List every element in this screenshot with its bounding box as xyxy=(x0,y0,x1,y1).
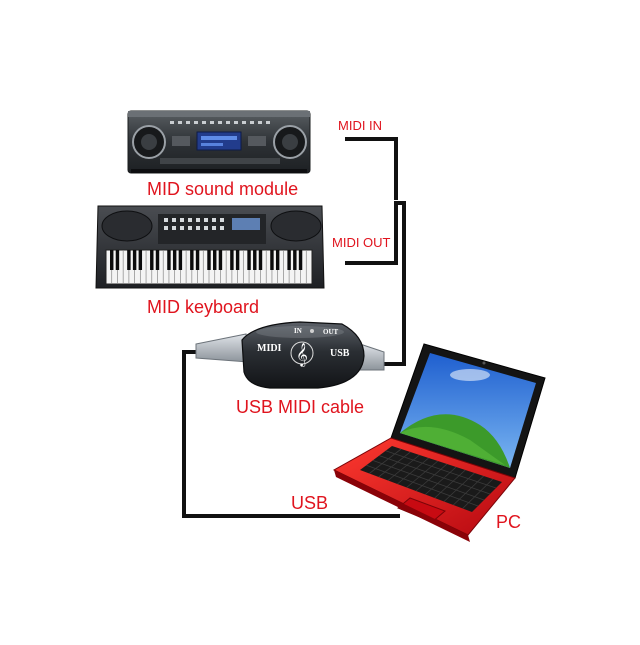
adapter-in-text: IN xyxy=(294,327,302,335)
usb-cable xyxy=(182,350,400,518)
treble-clef-icon: 𝄞 xyxy=(296,342,308,367)
midi-out-cable xyxy=(345,201,406,366)
usb-midi-adapter: MIDI USB IN OUT 𝄞 xyxy=(195,321,385,389)
usb-label: USB xyxy=(291,493,328,513)
keyboard-label: MID keyboard xyxy=(147,297,259,317)
midi-out-label: MIDI OUT xyxy=(332,235,391,250)
midi-keyboard-device xyxy=(95,205,325,289)
usb-midi-cable-label: USB MIDI cable xyxy=(236,397,364,417)
pc-laptop xyxy=(332,343,546,542)
sound-module-device xyxy=(127,110,311,174)
sound-module-label: MID sound module xyxy=(147,179,298,199)
adapter-midi-text: MIDI xyxy=(257,343,282,354)
pc-label: PC xyxy=(496,512,521,532)
adapter-usb-text: USB xyxy=(330,348,350,359)
midi-in-cable xyxy=(345,137,398,200)
midi-in-label: MIDI IN xyxy=(338,118,382,133)
adapter-out-text: OUT xyxy=(323,328,339,336)
